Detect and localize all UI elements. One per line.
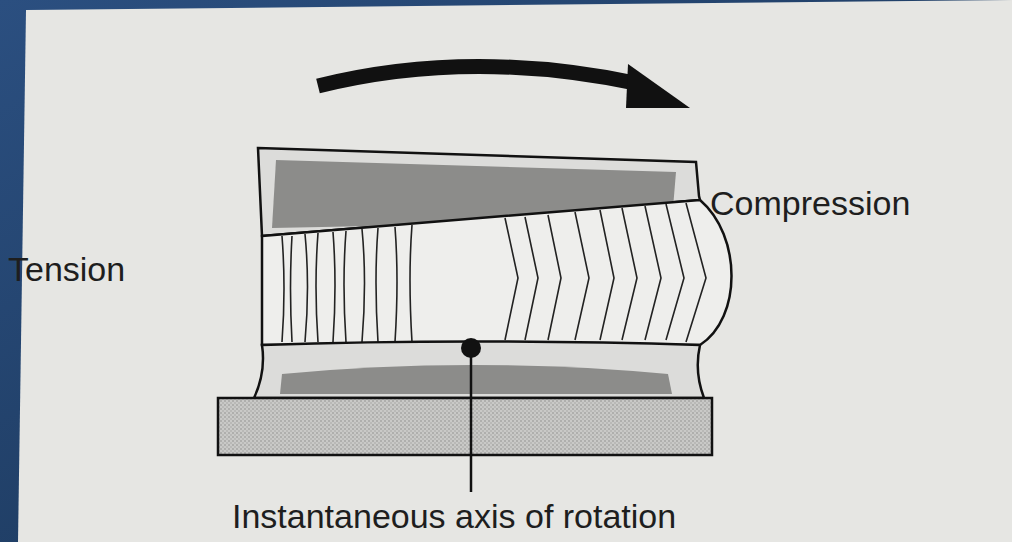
compression-fibres [505,203,706,342]
paper [18,0,1012,542]
axis-dot [461,338,481,358]
side-label: Compression [710,186,910,220]
axis-label: Instantaneous axis of rotation [232,499,676,533]
arrow-head [626,64,690,108]
intervertebral-disc [262,200,732,345]
side-label: Tension [8,252,125,286]
tension-fibres [282,225,412,342]
rotation-arrow [318,66,640,86]
lower-vertebra-core [280,365,672,394]
leader-line [470,348,473,492]
base-plate [218,398,712,455]
